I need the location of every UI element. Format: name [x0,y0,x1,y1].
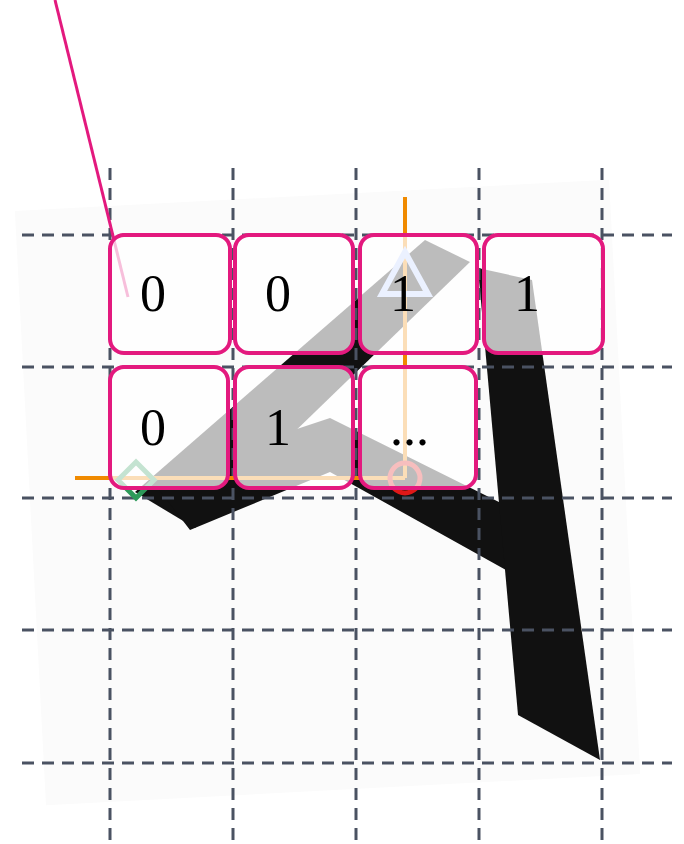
bit-value: 1 [265,402,291,454]
bit-cell: 0 [233,233,355,355]
bit-cell: 0 [108,365,230,490]
bit-value: 1 [390,268,416,320]
bit-cell: ... [358,365,478,490]
bit-value: 0 [265,268,291,320]
bit-value: ... [390,402,429,454]
bit-value: 0 [140,268,166,320]
bit-value: 1 [514,268,540,320]
grid-lines [22,168,672,844]
bit-cell: 1 [358,233,479,355]
bit-value: 0 [140,402,166,454]
bit-cell: 1 [233,365,355,490]
bit-cell: 1 [482,233,605,355]
bit-cell: 0 [108,233,232,355]
